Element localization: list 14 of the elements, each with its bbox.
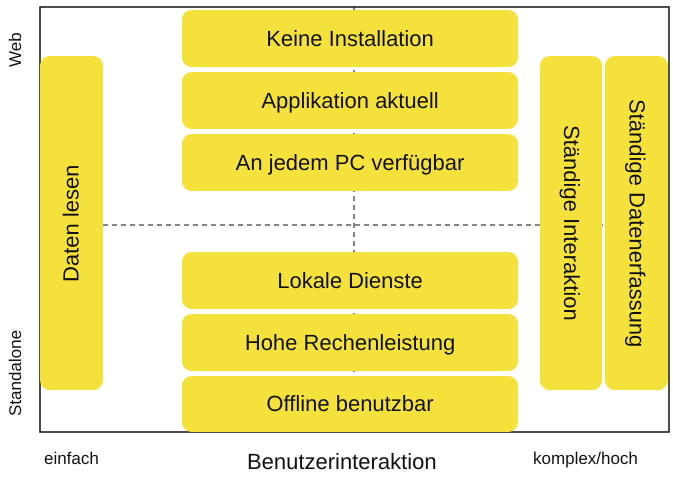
axis-title: Benutzerinteraktion (247, 449, 437, 475)
feature-box: Lokale Dienste (182, 252, 518, 309)
feature-box: Daten lesen (40, 56, 103, 390)
feature-box: Applikation aktuell (182, 72, 518, 129)
feature-box: An jedem PC verfügbar (182, 134, 518, 191)
axis-label: komplex/hoch (533, 449, 638, 469)
feature-box: Ständige Datenerfassung (605, 56, 668, 390)
feature-box: Hohe Rechenleistung (182, 314, 518, 371)
feature-box: Keine Installation (182, 10, 518, 67)
axis-label: Web (6, 32, 26, 70)
feature-box: Offline benutzbar (182, 376, 518, 432)
axis-label: einfach (44, 449, 99, 469)
axis-label: Standalone (6, 328, 26, 418)
feature-box: Ständige Interaktion (540, 56, 602, 390)
